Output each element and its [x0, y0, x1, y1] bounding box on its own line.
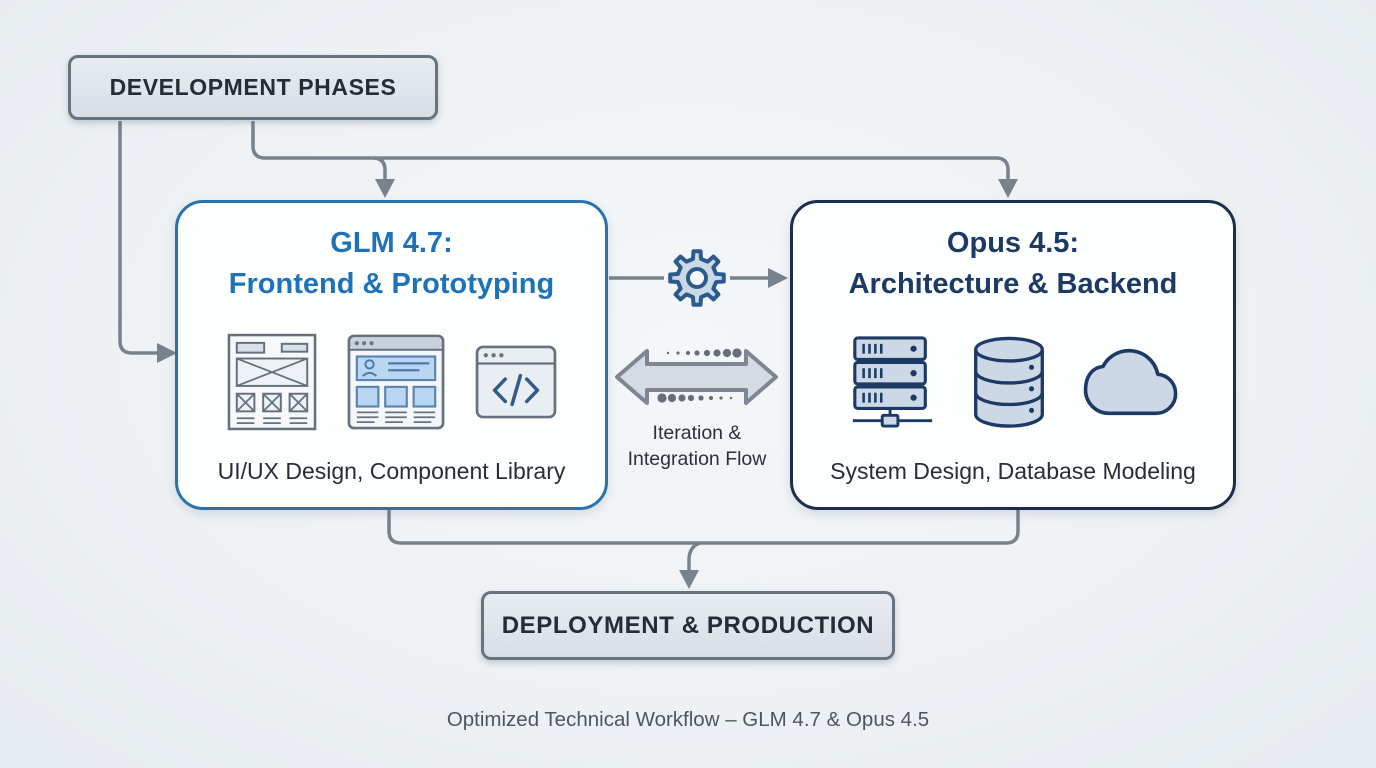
database-icon [974, 336, 1044, 428]
development-phases-box: DEVELOPMENT PHASES [68, 55, 438, 120]
gear-icon [668, 249, 726, 307]
cloud-icon [1083, 348, 1178, 415]
glm-frontend-box: GLM 4.7: Frontend & Prototyping [175, 200, 608, 510]
development-phases-label: DEVELOPMENT PHASES [109, 74, 397, 100]
code-window-icon [475, 345, 556, 418]
glm-gear-opus-connector [609, 268, 788, 288]
browser-mockup-icon [347, 334, 444, 429]
dots-top [666, 348, 742, 358]
deployment-production-box: DEPLOYMENT & PRODUCTION [481, 591, 895, 660]
iteration-flow-label: Iteration & Integration Flow [587, 420, 807, 472]
glm-icon-row [227, 333, 557, 431]
glm-title-line2: Frontend & Prototyping [228, 268, 555, 300]
glm-box-title: GLM 4.7: Frontend & Prototyping [229, 223, 554, 305]
double-arrow-icon [615, 348, 778, 405]
glm-title-line1: GLM 4.7: [330, 227, 453, 259]
deployment-production-label: DEPLOYMENT & PRODUCTION [501, 611, 875, 639]
dev-to-glm-side-connector [118, 121, 177, 363]
wireframe-icon [227, 333, 316, 430]
opus-box-subtitle: System Design, Database Modeling [830, 458, 1196, 484]
diagram-caption: Optimized Technical Workflow – GLM 4.7 &… [446, 708, 930, 731]
glm-box-subtitle: UI/UX Design, Component Library [217, 458, 566, 484]
opus-icon-row [847, 335, 1179, 429]
dev-to-top-connector [251, 121, 1018, 198]
dots-bottom [657, 393, 733, 403]
iteration-flow-line2: Integration Flow [627, 448, 767, 470]
server-stack-icon [852, 335, 933, 428]
iteration-flow-line1: Iteration & [652, 422, 742, 444]
opus-backend-box: Opus 4.5: Architecture & Backend [790, 200, 1236, 510]
opus-box-title: Opus 4.5: Architecture & Backend [849, 223, 1178, 305]
opus-title-line2: Architecture & Backend [848, 268, 1178, 300]
boxes-to-deploy-connector [387, 510, 1020, 589]
opus-title-line1: Opus 4.5: [946, 227, 1080, 259]
